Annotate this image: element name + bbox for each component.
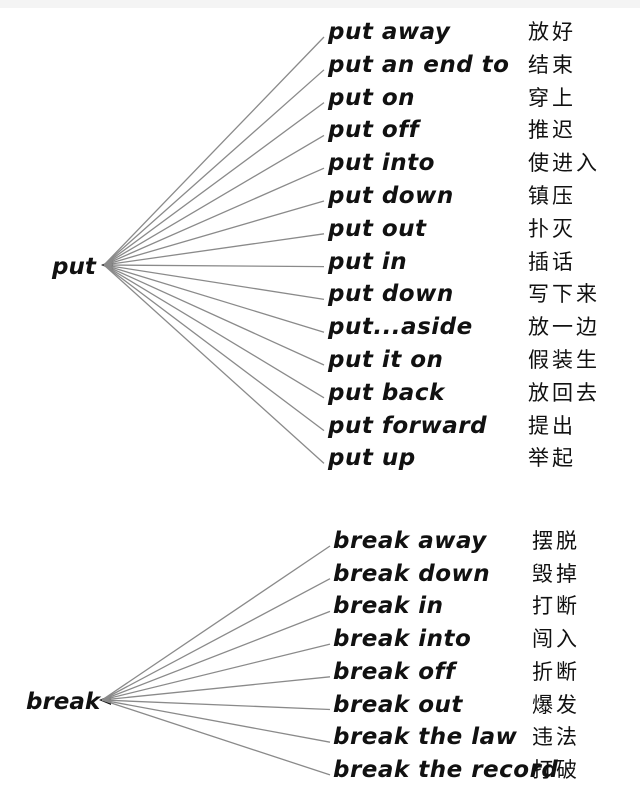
meaning-text: 闯入 bbox=[532, 627, 580, 652]
branch-line bbox=[103, 69, 325, 266]
meaning-text: 举起 bbox=[528, 446, 576, 471]
meaning-text: 放一边 bbox=[528, 315, 600, 340]
meaning-text: 放回去 bbox=[528, 380, 600, 405]
branch-line bbox=[101, 699, 331, 776]
phrase-text: put an end to bbox=[328, 51, 510, 78]
branch-line bbox=[101, 699, 331, 743]
phrase-text: break away bbox=[333, 528, 487, 554]
phrase-text: put in bbox=[328, 248, 408, 275]
meaning-text: 穿上 bbox=[528, 85, 576, 110]
phrase-text: put down bbox=[328, 281, 454, 308]
branch-line bbox=[101, 676, 331, 701]
phrase-text: put up bbox=[328, 445, 416, 472]
meaning-text: 扑灭 bbox=[528, 216, 576, 241]
phrase-text: put forward bbox=[328, 412, 488, 439]
meaning-text: 打破 bbox=[532, 757, 580, 782]
branch-line bbox=[103, 102, 325, 266]
phrase-text: break out bbox=[333, 691, 463, 718]
branch-line bbox=[103, 264, 325, 366]
meaning-text: 爆发 bbox=[532, 692, 580, 717]
meaning-text: 镇压 bbox=[528, 184, 576, 208]
phrase-text: put off bbox=[328, 117, 420, 144]
phrase-text: put into bbox=[328, 150, 435, 177]
branch-line bbox=[103, 264, 325, 268]
branch-line bbox=[103, 134, 325, 266]
phrase-text: break down bbox=[333, 560, 491, 587]
meaning-text: 结束 bbox=[528, 52, 576, 77]
meaning-text: 写下来 bbox=[528, 282, 600, 307]
phrase-text: put on bbox=[328, 84, 416, 111]
branch-line bbox=[103, 167, 325, 266]
branch-line bbox=[101, 699, 331, 711]
top-strip bbox=[0, 0, 640, 8]
branch-line bbox=[101, 545, 331, 701]
root-word: put bbox=[52, 254, 96, 280]
phrase-text: break into bbox=[333, 626, 472, 653]
phrase-text: put...aside bbox=[328, 314, 473, 341]
meaning-text: 违法 bbox=[532, 725, 580, 750]
branch-line bbox=[103, 36, 325, 266]
branch-line bbox=[103, 233, 325, 266]
phrase-text: put down bbox=[328, 183, 454, 209]
phrase-text: put out bbox=[328, 215, 427, 242]
meaning-text: 插话 bbox=[528, 249, 576, 274]
meaning-text: 摆脱 bbox=[532, 529, 580, 553]
branch-line bbox=[103, 264, 325, 333]
branch-line bbox=[103, 200, 325, 266]
meaning-text: 提出 bbox=[528, 413, 576, 438]
phrase-text: break the record bbox=[333, 756, 559, 783]
meaning-text: 放好 bbox=[528, 20, 576, 44]
meaning-text: 假装生 bbox=[528, 348, 600, 372]
phrase-text: break in bbox=[333, 593, 444, 620]
branch-line bbox=[103, 264, 325, 301]
phrase-text: break the law bbox=[333, 724, 518, 751]
root-word: break bbox=[26, 689, 101, 715]
branch-line bbox=[103, 264, 325, 464]
meaning-text: 折断 bbox=[532, 659, 580, 684]
meaning-text: 打断 bbox=[532, 594, 580, 619]
phrase-text: put it on bbox=[328, 347, 444, 373]
branch-line bbox=[103, 264, 325, 399]
phrase-text: break off bbox=[333, 658, 456, 685]
meaning-text: 毁掉 bbox=[532, 561, 580, 586]
meaning-text: 使进入 bbox=[528, 151, 600, 176]
branch-line bbox=[101, 578, 331, 701]
phrase-text: put away bbox=[328, 19, 451, 45]
branch-line bbox=[101, 610, 331, 701]
phrase-text: put back bbox=[328, 379, 445, 406]
meaning-text: 推迟 bbox=[528, 118, 576, 143]
branch-line bbox=[103, 264, 325, 432]
branch-line bbox=[101, 643, 331, 701]
